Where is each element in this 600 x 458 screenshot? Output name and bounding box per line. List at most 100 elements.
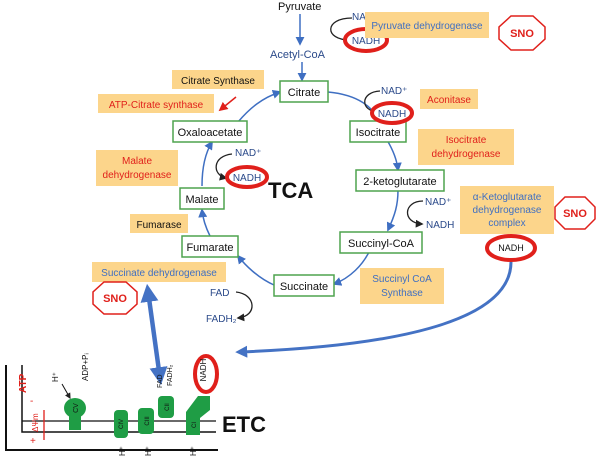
metabolite-oxaloacetate-box <box>172 120 248 143</box>
cycle-arc-akg-succinylcoa <box>386 189 399 232</box>
svg-text:CIV: CIV <box>119 419 125 429</box>
akg-nadh-label: NADH <box>426 220 454 231</box>
enzyme-aconitase: Aconitase <box>427 95 471 106</box>
complex-iv: CIV <box>114 410 128 438</box>
etc-minus-sign: - <box>30 396 33 407</box>
malate-nad-curve <box>215 153 233 181</box>
fad-label: FAD <box>210 288 229 299</box>
svg-text:CIII: CIII <box>145 416 151 426</box>
enzyme-box-aconitase <box>420 89 478 109</box>
etc-plus-sign: + <box>30 436 36 447</box>
enzyme-box-succinate-dh <box>92 262 226 282</box>
svg-text:SNO: SNO <box>103 293 127 305</box>
enzyme-akg-dh-line2: dehydrogenase <box>473 205 542 216</box>
etc-label: ETC <box>222 412 266 437</box>
malate-nad-label: NAD⁺ <box>235 148 261 159</box>
enzyme-box-citrate-synthase <box>172 70 264 89</box>
svg-text:CII: CII <box>165 403 171 411</box>
metabolite-succinylcoa-box <box>339 231 423 254</box>
sdh-to-complex-ii-arrow <box>140 283 168 386</box>
svg-text:CI: CI <box>192 422 198 428</box>
etc-adp-label: ADP+Pᵢ <box>81 353 90 381</box>
svg-text:SNO: SNO <box>563 208 587 220</box>
tca-label: TCA <box>268 178 313 203</box>
metabolite-succinate-box <box>273 274 335 297</box>
akg-nadh-circle-label: NADH <box>498 243 524 253</box>
etc-nadh-circle <box>193 354 219 394</box>
enzyme-atp-citrate-synthase: ATP-Citrate synthase <box>109 100 204 111</box>
metabolite-succinyl-coa: Succinyl-CoA <box>348 238 415 250</box>
pyruvate-label: Pyruvate <box>278 1 321 13</box>
etc-psi-label: ΔΨm <box>31 413 40 432</box>
akg-nadh-circle <box>485 234 537 262</box>
enzyme-succinyl-coa-synthase-line1: Succinyl CoA <box>372 274 432 285</box>
atp-citrate-arrow <box>218 96 237 112</box>
enzyme-fumarase: Fumarase <box>136 220 181 231</box>
svg-text:SNO: SNO <box>510 28 534 40</box>
malate-nadh-label: NADH <box>233 173 261 184</box>
metabolite-fumarate: Fumarate <box>186 242 233 254</box>
enzyme-box-akg-dh <box>460 186 554 234</box>
metabolite-malate-box <box>179 187 225 210</box>
enzyme-citrate-synthase: Citrate Synthase <box>181 76 255 87</box>
sno-badge-sdh: SNO <box>92 281 138 315</box>
metabolite-citrate-box <box>279 80 329 103</box>
isocitrate-nad-label: NAD⁺ <box>381 86 407 97</box>
cycle-arc-malate-oxaloacetate <box>201 140 213 187</box>
fad-curve <box>235 291 253 322</box>
akg-nadh-to-etc-arrow <box>235 261 513 358</box>
etc-h-plus-ciii: H⁺ <box>144 446 153 456</box>
cv-proton-arrow <box>61 383 71 400</box>
cycle-arc-fumarate-malate <box>198 208 211 237</box>
enzyme-box-atp-citrate <box>98 94 214 113</box>
isocitrate-nadh-circle <box>370 101 414 125</box>
fadh2-label: FADH₂ <box>206 314 237 325</box>
enzyme-succinate-dh: Succinate dehydrogenase <box>101 268 217 279</box>
etc-fadh2-small: FADH₂ <box>167 364 174 386</box>
cycle-arc-oxaloacetate-citrate <box>237 90 282 123</box>
enzyme-akg-dh-line1: α-Ketoglutarate <box>473 192 542 203</box>
complex-ii: CII <box>158 396 174 418</box>
metabolite-akg-box <box>355 169 445 192</box>
svg-text:CV: CV <box>73 403 80 413</box>
enzyme-malate-dh-line2: dehydrogenase <box>103 170 172 181</box>
metabolite-oxaloacetate: Oxaloacetate <box>178 127 243 139</box>
etc-atp-label: ATP <box>18 373 29 393</box>
complex-i: CI <box>186 396 210 435</box>
complex-v: CV <box>64 398 86 430</box>
metabolite-succinate: Succinate <box>280 281 328 293</box>
etc-mitochondrial-outline <box>5 365 218 451</box>
sno-badge-akg: SNO <box>554 196 596 230</box>
sno-badge-pdh: SNO <box>498 15 546 51</box>
acetyl-coa-label: Acetyl-CoA <box>270 49 326 61</box>
isocitrate-nadh-label: NADH <box>378 109 406 120</box>
enzyme-box-succinyl-coa-synthase <box>360 268 444 304</box>
pdh-nadh-label: NADH <box>352 36 380 47</box>
enzyme-box-pdh <box>365 12 489 38</box>
metabolite-malate: Malate <box>185 194 218 206</box>
malate-nadh-circle <box>225 165 269 189</box>
enzyme-box-malate-dh <box>96 150 178 186</box>
enzyme-box-isocitrate-dh <box>418 129 514 165</box>
etc-h-plus-civ: H⁺ <box>118 446 127 456</box>
metabolite-citrate: Citrate <box>288 87 320 99</box>
etc-h-plus-ci: H⁺ <box>189 446 198 456</box>
etc-nadh-label: NADH <box>199 358 208 381</box>
metabolite-ketoglutarate: 2-ketoglutarate <box>363 176 436 188</box>
enzyme-pdh-label: Pyruvate dehydrogenase <box>371 21 483 32</box>
metabolite-isocitrate: Isocitrate <box>356 127 401 139</box>
enzyme-malate-dh-line1: Malate <box>122 156 152 167</box>
enzyme-isocitrate-dh-line1: Isocitrate <box>446 135 487 146</box>
enzyme-succinyl-coa-synthase-line2: Synthase <box>381 288 423 299</box>
etc-fad-small: FAD <box>157 374 164 388</box>
cycle-arc-isocitrate-akg <box>386 139 402 172</box>
enzyme-isocitrate-dh-line2: dehydrogenase <box>432 149 501 160</box>
etc-h-plus-cv: H⁺ <box>51 372 60 382</box>
cycle-arc-succinate-fumarate <box>236 254 275 286</box>
metabolite-fumarate-box <box>181 235 239 258</box>
enzyme-akg-dh-line3: complex <box>488 218 525 229</box>
akg-nad-label: NAD⁺ <box>425 197 451 208</box>
enzyme-box-fumarase <box>130 214 188 233</box>
complex-iii: CIII <box>138 408 154 434</box>
